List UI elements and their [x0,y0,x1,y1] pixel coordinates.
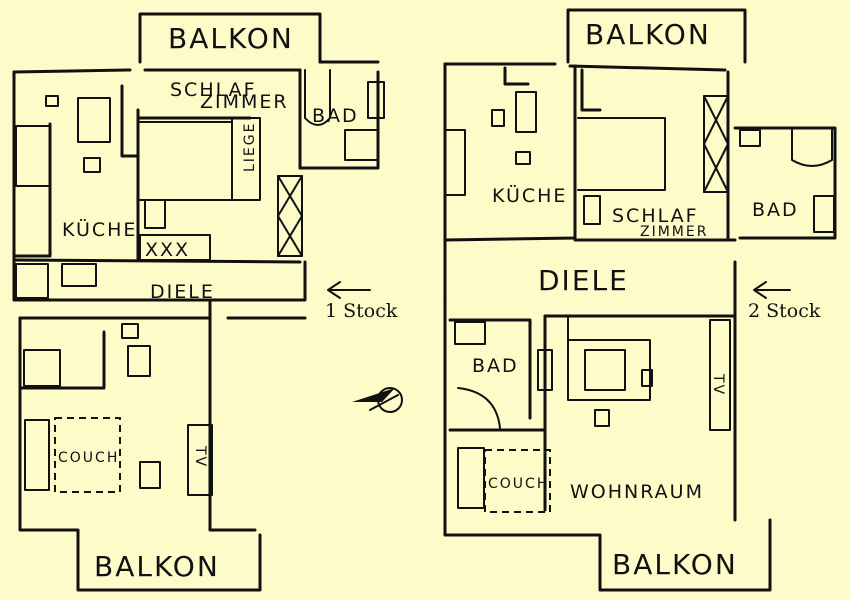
floor1-diele: DIELE [150,281,215,303]
floor1-balkon-top: BALKON [168,22,294,55]
floor1-arrow [327,281,371,299]
floor2-balkon-top: BALKON [585,18,711,51]
floor1-liege: LIEGE [242,122,258,172]
floor1-schlafzimmer-bottom: ZIMMER [200,91,289,113]
floor2-stock-label: 2 Stock [748,300,821,322]
floor1-bad: BAD [312,105,359,127]
compass-icon [352,387,403,413]
floor2-schlafzimmer-top: SCHLAF [612,205,699,227]
floor2-bad-lower: BAD [472,355,519,377]
floor1-couch: COUCH [58,450,119,466]
floor2-bad-upper: BAD [752,199,799,221]
floor1-stock-label: 1 Stock [325,300,398,322]
floor2-tv: TV [710,373,726,396]
floor1-schlafzimmer-top: SCHLAF [170,79,257,101]
floor2-schlafzimmer-bottom: ZIMMER [640,224,708,240]
floor-1-plan: XXX [12,12,385,592]
floor2-balkon-bottom: BALKON [612,548,738,581]
floor1-tv: TV [192,445,208,468]
floor2-diele: DIELE [538,264,629,297]
floor2-couch: COUCH [488,476,549,492]
floor2-arrow [753,281,791,299]
floor1-balkon-bottom: BALKON [94,550,220,583]
floor-2-plan [443,8,837,592]
floor1-kueche: KÜCHE [62,218,137,241]
floor2-kueche: KÜCHE [492,184,567,207]
floor2-wohnraum: WOHNRAUM [570,481,704,503]
floor1-x-marks: XXX [145,239,190,261]
